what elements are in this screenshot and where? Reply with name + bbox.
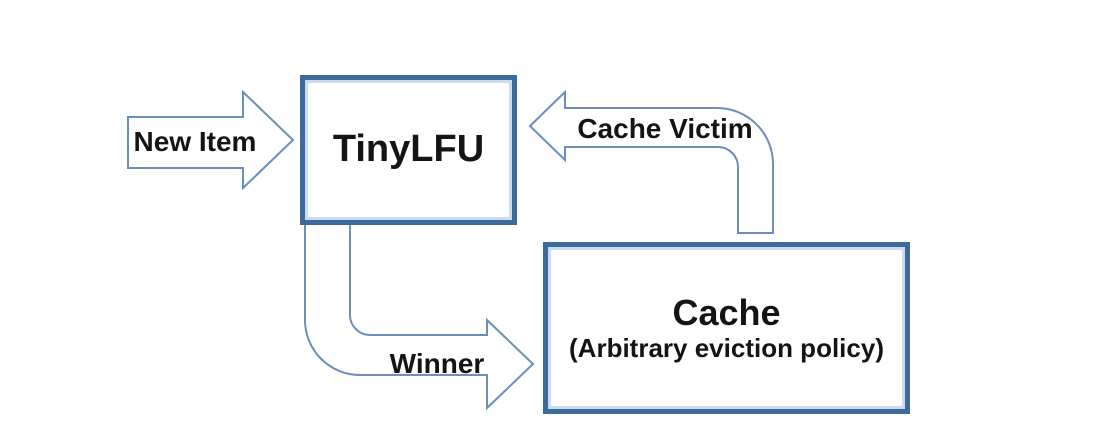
tinylfu-label: TinyLFU	[332, 128, 485, 171]
cache-box: Cache (Arbitrary eviction policy)	[543, 242, 910, 414]
new-item-arrow	[127, 89, 295, 191]
cache-title: Cache	[672, 291, 781, 333]
winner-label: Winner	[389, 348, 485, 379]
new-item-label: New Item	[133, 126, 257, 157]
tinylfu-box: TinyLFU	[300, 75, 517, 225]
winner-arrow	[304, 221, 535, 411]
cache-subtitle: (Arbitrary eviction policy)	[569, 333, 884, 364]
cache-victim-arrow	[528, 89, 774, 234]
cache-victim-label: Cache Victim	[577, 113, 753, 144]
